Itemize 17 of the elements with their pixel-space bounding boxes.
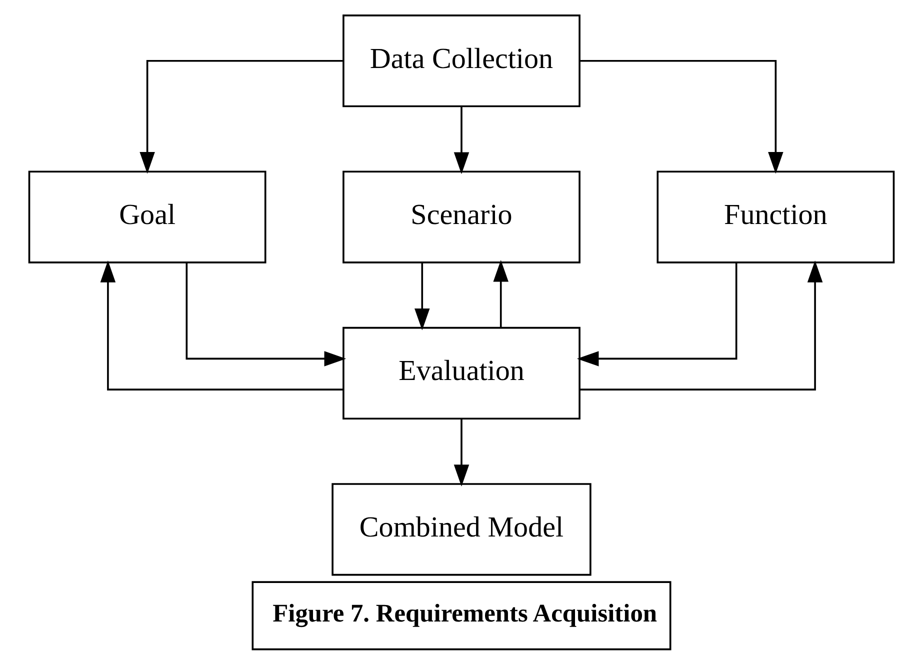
arrow (100, 260, 344, 390)
arrow (576, 262, 738, 366)
arrow (454, 419, 470, 486)
arrow (140, 60, 343, 174)
node-box: Data Collection (342, 14, 580, 108)
node-box: Evaluation (342, 326, 580, 420)
arrow (186, 262, 346, 366)
arrow (580, 60, 784, 174)
node-box: Combined Model (332, 483, 592, 576)
caption: Figure 7. Requirements Acquisition (272, 599, 658, 628)
node-box: Function (656, 170, 895, 264)
arrow (493, 260, 508, 328)
arrow (580, 260, 823, 390)
arrow (414, 263, 430, 330)
node-box: Scenario (342, 170, 580, 264)
node-box: Goal (28, 170, 266, 264)
arrow (454, 106, 470, 174)
